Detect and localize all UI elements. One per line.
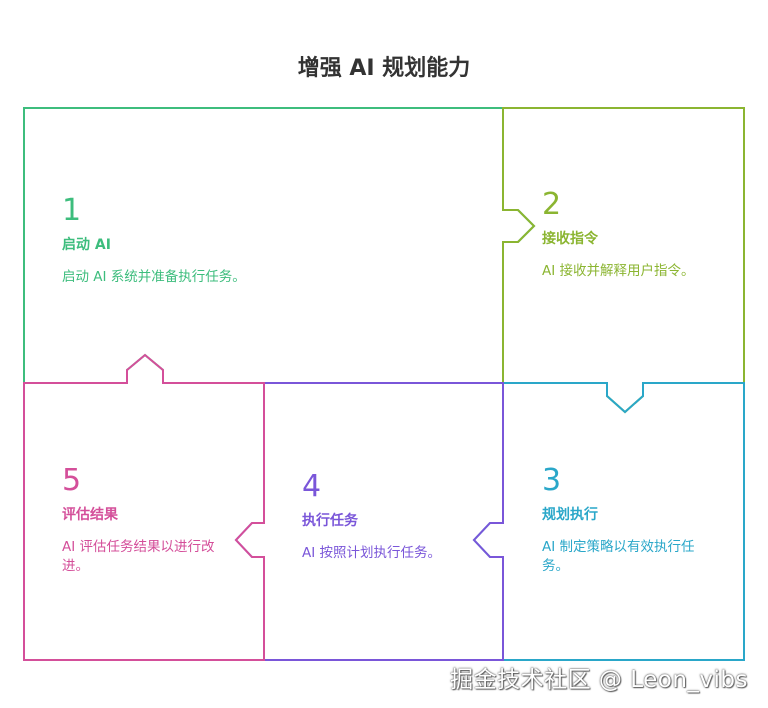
step-3-description: AI 制定策略以有效执行任务。 <box>542 539 695 574</box>
step-1: 1 启动 AI 启动 AI 系统并准备执行任务。 <box>62 194 462 287</box>
step-2-heading: 接收指令 <box>542 231 598 247</box>
step-2-description: AI 接收并解释用户指令。 <box>542 263 695 279</box>
step-4-description: AI 按照计划执行任务。 <box>302 545 442 561</box>
step-4-number: 4 <box>302 469 322 504</box>
diagram-title: 增强 AI 规划能力 <box>297 56 471 81</box>
step-5-description: AI 评估任务结果以进行改进。 <box>62 539 215 574</box>
step-4-heading: 执行任务 <box>302 513 358 529</box>
step-1-number: 1 <box>62 193 82 228</box>
step-5-box <box>23 353 265 661</box>
step-5-number: 5 <box>62 463 82 498</box>
step-3-number: 3 <box>542 463 562 498</box>
step-3: 3 规划执行 AI 制定策略以有效执行任务。 <box>542 464 707 576</box>
step-2: 2 接收指令 AI 接收并解释用户指令。 <box>542 188 707 281</box>
step-2-number: 2 <box>542 187 562 222</box>
step-1-heading: 启动 AI <box>62 237 111 253</box>
step-5-heading: 评估结果 <box>62 507 118 523</box>
step-5: 5 评估结果 AI 评估任务结果以进行改进。 <box>62 464 222 576</box>
watermark-text: 掘金技术社区 @ Leon_vibs <box>450 667 748 693</box>
step-4: 4 执行任务 AI 按照计划执行任务。 <box>302 470 487 563</box>
step-1-description: 启动 AI 系统并准备执行任务。 <box>62 269 246 285</box>
step-3-heading: 规划执行 <box>542 507 598 523</box>
